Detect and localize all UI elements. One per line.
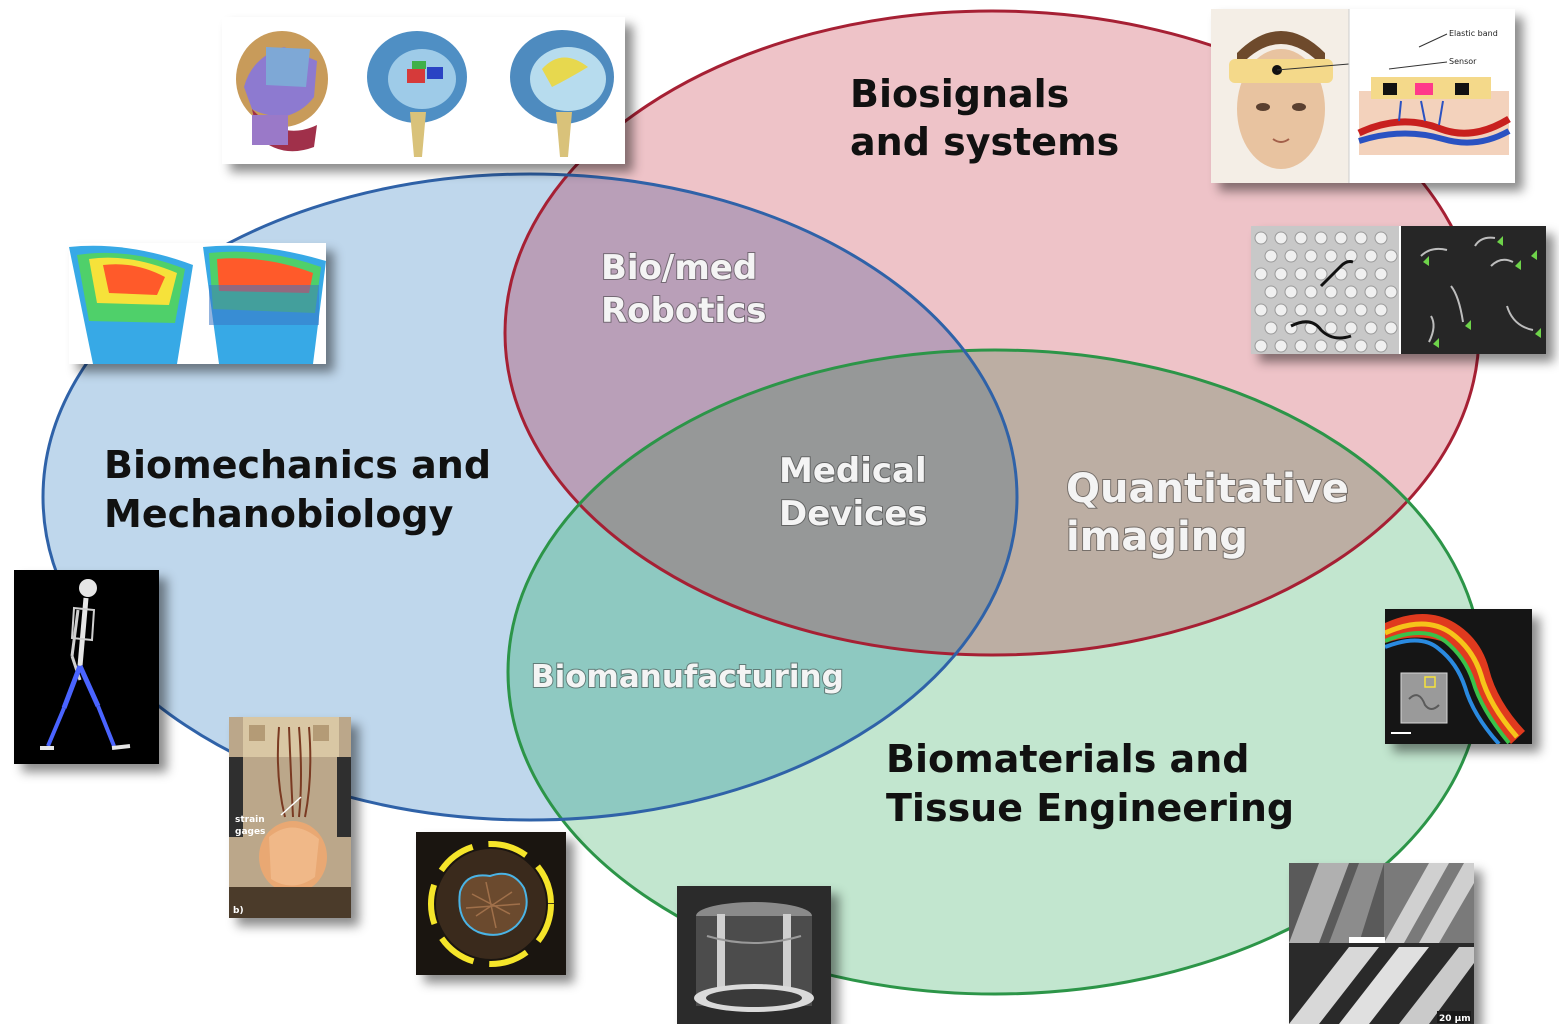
label-biosignals-line1: Biosignals <box>850 72 1069 116</box>
label-quantitative-imaging-line1: Quantitative <box>1066 466 1349 512</box>
overlap-medical-devices <box>508 350 1017 655</box>
label-medical-devices-line1: Medical <box>779 451 927 491</box>
height-map-image <box>1385 609 1532 744</box>
skeleton-gait-image <box>14 570 159 764</box>
bioreactor-image <box>677 886 831 1024</box>
label-robotics-line2: Robotics <box>601 291 767 331</box>
label-medical-devices-line2: Devices <box>779 494 928 534</box>
tissue-construct-image <box>416 832 566 975</box>
label-biosignals-line2: and systems <box>850 120 1119 164</box>
label-biomanufacturing: Biomanufacturing <box>531 659 844 695</box>
microchannel-image <box>1251 226 1546 354</box>
sem-fibers-image: 20 µm <box>1289 863 1474 1024</box>
label-quantitative-imaging-line2: imaging <box>1066 514 1248 560</box>
strain-gauges-panel-label: b) <box>233 906 244 916</box>
label-biomechanics-line1: Biomechanics and <box>104 443 491 487</box>
label-biomaterials-line1: Biomaterials and <box>886 737 1249 781</box>
head-model-image <box>222 17 625 164</box>
label-robotics-line1: Bio/med <box>601 248 757 288</box>
outline-biomechanics <box>41 172 1019 822</box>
strain-gauge-image: strain gages b) <box>229 717 351 918</box>
scale-bar-caption: 20 µm <box>1439 1014 1471 1024</box>
bone-stress-map-image <box>69 243 326 364</box>
label-biomaterials-line2: Tissue Engineering <box>886 786 1294 830</box>
strain-gauges-caption-line1: strain <box>235 815 265 825</box>
strain-gauges-caption-line2: gages <box>235 827 265 837</box>
headband-elastic-caption: Elastic band <box>1449 29 1498 38</box>
label-biomechanics-line2: Mechanobiology <box>104 492 454 536</box>
headband-sensor-caption: Sensor <box>1449 57 1477 66</box>
headband-sensor-image: Elastic band Sensor <box>1211 9 1515 183</box>
